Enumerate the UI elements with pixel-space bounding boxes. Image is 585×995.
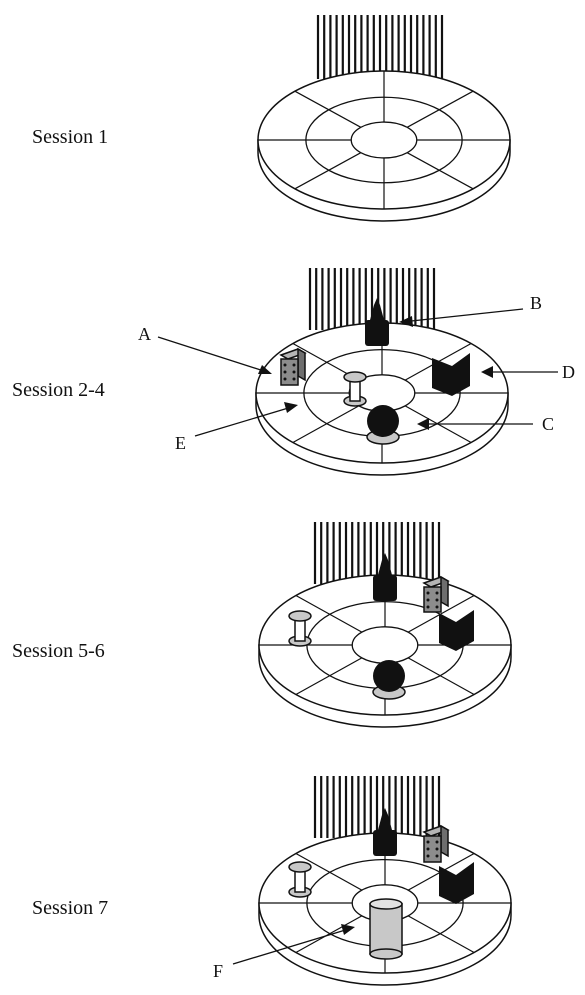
book-object <box>432 353 470 396</box>
panel-session-7: Session 7 F <box>32 776 512 986</box>
svg-text:B: B <box>530 293 542 313</box>
svg-text:D: D <box>562 362 575 382</box>
panel-session-5-6: Session 5-6 <box>12 522 512 728</box>
callout-d: D <box>481 362 575 382</box>
die-object <box>422 575 450 613</box>
spool-object <box>288 861 312 898</box>
panel-session-2-4: Session 2-4 A B C D E <box>12 268 575 476</box>
die-object <box>279 347 307 386</box>
tower-object <box>373 808 397 856</box>
striped-cue-card <box>308 268 436 330</box>
session-label: Session 2-4 <box>12 379 105 401</box>
striped-cue-card <box>313 776 441 838</box>
svg-text:C: C <box>542 414 554 434</box>
session-label: Session 7 <box>32 897 108 919</box>
ball-object <box>372 660 406 700</box>
svg-text:E: E <box>175 433 186 453</box>
striped-cue-card <box>316 15 444 79</box>
book-object <box>439 610 474 651</box>
callout-f: F <box>213 924 355 981</box>
tower-object <box>365 298 389 346</box>
session-label: Session 1 <box>32 126 108 148</box>
cylinder-object <box>369 898 403 960</box>
tower-object <box>373 553 397 601</box>
ball-object <box>366 405 400 445</box>
session-label: Session 5-6 <box>12 640 105 662</box>
callout-b: B <box>399 293 542 327</box>
svg-text:A: A <box>138 324 151 344</box>
callout-e: E <box>175 402 298 453</box>
callout-a: A <box>138 324 272 374</box>
spool-object <box>343 371 367 407</box>
die-object <box>422 824 450 863</box>
spool-object <box>288 610 312 647</box>
callout-c: C <box>417 414 554 434</box>
book-object <box>439 862 474 904</box>
circular-arena <box>257 70 511 222</box>
panel-session-1: Session 1 <box>32 15 511 222</box>
svg-text:F: F <box>213 961 223 981</box>
